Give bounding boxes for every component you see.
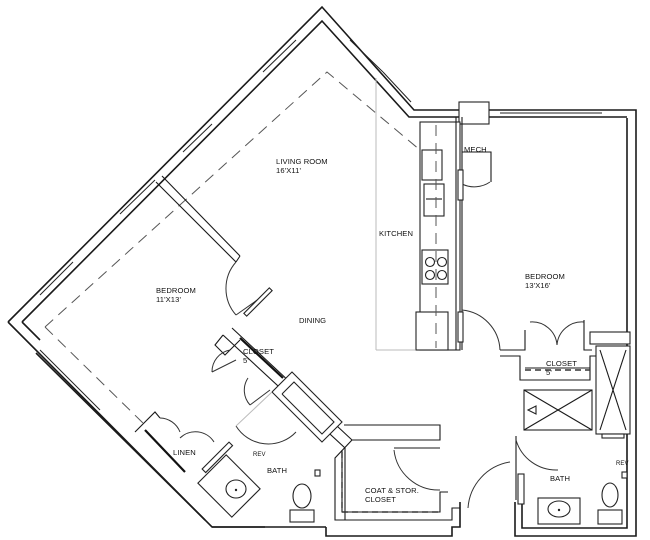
room-name: MECH [464,145,487,154]
room-size: 13'X16' [525,281,551,290]
room-label-dining: DINING [299,316,326,325]
room-label-mech: MECH [464,145,487,154]
room-label-closet-1: CLOSET 5' [243,347,274,365]
room-label-bath-1: BATH [267,466,287,475]
rev-note-1: REV [253,451,266,460]
rev-text: REV [253,452,266,458]
room-name: BEDROOM [525,272,565,281]
room-name: DINING [299,316,327,325]
exterior-walls [7,5,637,537]
rev-text: REV [616,461,629,467]
room-label-closet-2: CLOSET 5' [546,359,577,377]
room-size: 16'X11' [276,166,301,175]
room-label-coat-closet: COAT & STOR. CLOSET [365,486,419,504]
interior-walls [134,117,631,525]
room-name: KITCHEN [379,229,414,238]
room-size: 5' [243,356,249,365]
room-label-bedroom-2: BEDROOM 13'X16' [525,272,565,290]
room-label-living-room: LIVING ROOM 16'X11' [276,157,328,175]
rev-note-2: REV [616,460,629,469]
room-label-kitchen: KITCHEN [379,229,413,238]
room-name: CLOSET [546,359,577,368]
room-name: LIVING ROOM [276,157,328,166]
room-name: LINEN [173,448,196,457]
room-name: BATH [267,466,288,475]
room-size: 5' [546,368,552,377]
room-name: BATH [550,474,571,483]
dashed-soffit-lines [44,71,421,426]
room-size: 11'X13' [156,295,181,304]
room-label-bath-2: BATH [550,474,570,483]
room-label-bedroom-1: BEDROOM 11'X13' [156,286,196,304]
room-size: CLOSET [365,495,396,504]
room-label-linen: LINEN [173,448,196,457]
room-name: CLOSET [243,347,274,356]
room-name: COAT & STOR. [365,486,419,495]
room-name: BEDROOM [156,286,196,295]
windows [39,39,602,411]
